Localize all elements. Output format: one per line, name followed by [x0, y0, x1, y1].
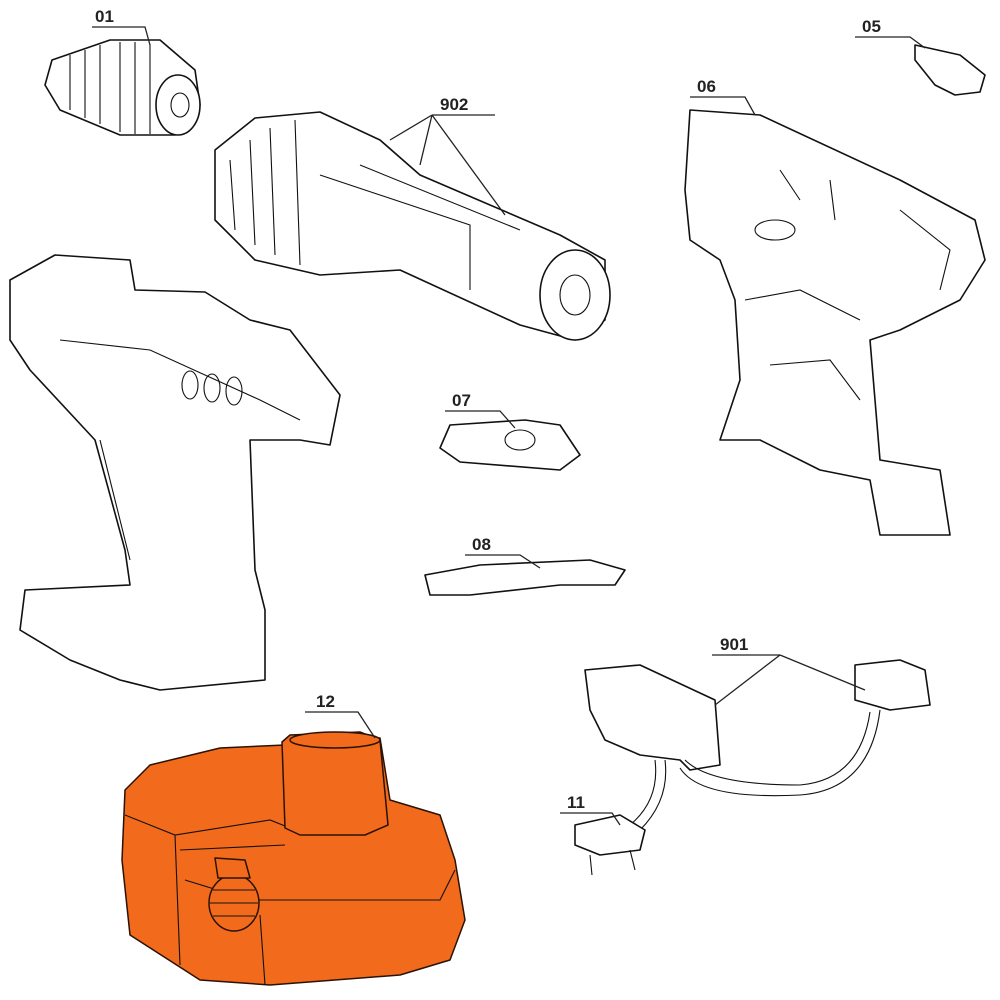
part-number-902: 902 [440, 95, 468, 114]
part-housing-left[interactable] [9, 254, 341, 691]
part-switch-slider[interactable] [439, 419, 581, 471]
part-number-05: 05 [862, 17, 881, 36]
label-chuck: 01 [92, 7, 151, 46]
part-gearbox-motor[interactable] [214, 111, 611, 341]
label-gearbox-motor: 902 [389, 95, 506, 216]
label-terminal: 11 [560, 793, 621, 826]
part-number-01: 01 [95, 7, 114, 26]
part-switch-wiring[interactable] [584, 659, 931, 831]
label-switch-wiring: 901 [712, 635, 866, 706]
part-number-901: 901 [720, 635, 748, 654]
part-cap[interactable] [914, 44, 986, 96]
part-terminal[interactable] [574, 814, 646, 876]
part-chuck[interactable] [44, 39, 201, 136]
part-number-08: 08 [472, 535, 491, 554]
label-switch-slider: 07 [445, 391, 516, 429]
label-cap: 05 [855, 17, 926, 49]
part-number-11: 11 [567, 793, 585, 812]
label-housing-right: 06 [690, 77, 756, 116]
part-number-07: 07 [452, 391, 471, 410]
label-direction-slider: 08 [465, 535, 541, 569]
label-battery-pack: 12 [305, 692, 376, 739]
part-number-12: 12 [316, 692, 335, 711]
part-direction-slider[interactable] [424, 559, 626, 596]
part-battery-pack[interactable] [121, 731, 466, 986]
part-number-06: 06 [697, 77, 716, 96]
part-housing-right[interactable] [684, 109, 986, 536]
